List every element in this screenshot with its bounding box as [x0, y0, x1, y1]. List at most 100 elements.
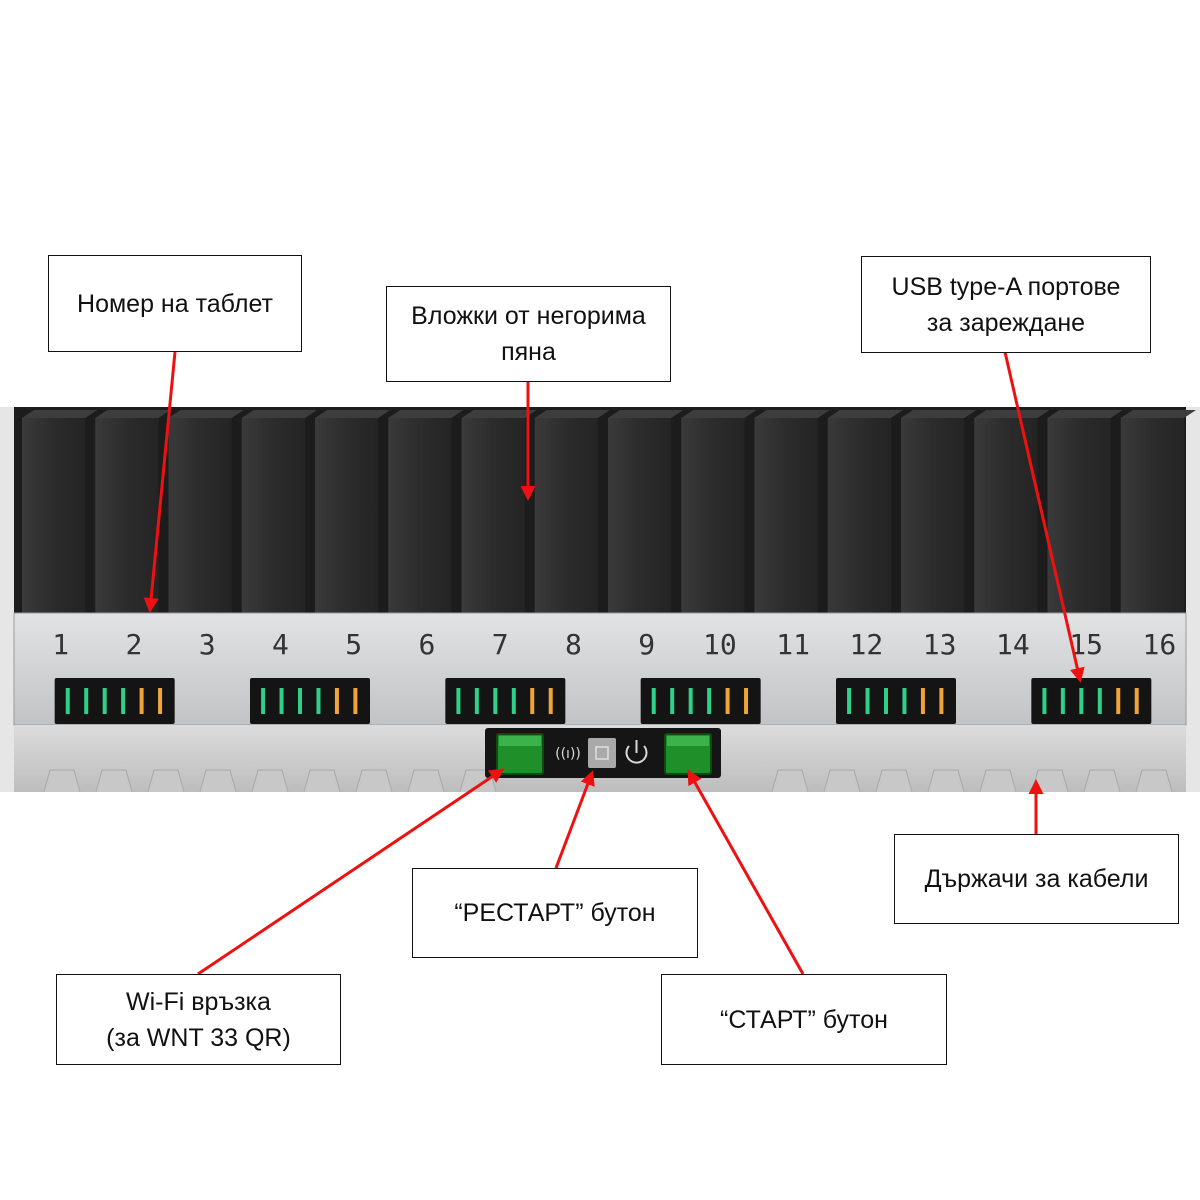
callout-arrows	[143, 351, 1085, 976]
usb-port	[1060, 688, 1065, 714]
usb-port	[1134, 688, 1139, 714]
slot-number: 8	[565, 628, 582, 661]
cable-holders	[43, 769, 1173, 793]
foam-insert	[315, 418, 379, 613]
callout-line: (за WNT 33 QR)	[106, 1023, 291, 1052]
usb-port	[847, 688, 852, 714]
cable-holder	[95, 769, 133, 793]
foam-insert	[827, 418, 891, 613]
foam-insert-top	[1047, 410, 1123, 418]
arrow-tablet-number	[143, 351, 177, 613]
callout-line: Държачи за кабели	[924, 865, 1149, 893]
callout-foam-inserts: Вложки от негорима пяна	[386, 286, 671, 382]
slot-number: 9	[638, 628, 655, 661]
slot-number: 6	[418, 628, 435, 661]
usb-port	[651, 688, 656, 714]
usb-port	[261, 688, 266, 714]
number-panel	[13, 612, 1187, 726]
foam-insert-top	[608, 410, 684, 418]
cable-holder	[303, 769, 341, 793]
foam-insert-top	[827, 410, 903, 418]
slot-number: 5	[345, 628, 362, 661]
foam-insert-top	[901, 410, 977, 418]
usb-port	[316, 688, 321, 714]
usb-port-group	[250, 678, 370, 724]
usb-port-group	[54, 678, 175, 724]
start-switch-highlight	[667, 736, 709, 746]
foam-insert	[608, 418, 672, 613]
callout-line: Вложки от негорима	[411, 302, 646, 330]
callout-line: USB type-A портове	[891, 272, 1121, 301]
cable-holder	[407, 769, 445, 793]
callout-restart-button: “РЕСТАРТ” бутон	[412, 868, 698, 958]
usb-port	[939, 688, 944, 714]
callout-cable-holders: Държачи за кабели	[894, 834, 1179, 924]
cable-holder	[875, 769, 913, 793]
usb-port-group	[445, 678, 566, 724]
foam-insert-top	[1120, 410, 1196, 418]
cable-holder	[199, 769, 237, 793]
callout-line: “СТАРТ” бутон	[720, 1005, 888, 1034]
foam-insert	[681, 418, 745, 613]
usb-port	[1079, 688, 1084, 714]
usb-port	[884, 688, 888, 714]
usb-port	[530, 688, 535, 714]
slot-number: 16	[1143, 628, 1177, 661]
usb-port	[493, 688, 498, 714]
cable-holder	[355, 769, 393, 793]
callout-line: пяна	[501, 338, 556, 366]
usb-port	[1042, 688, 1047, 714]
usb-port	[121, 688, 126, 714]
usb-port	[670, 688, 675, 714]
usb-port	[334, 688, 339, 714]
wifi-signal-icon: ((ı))	[555, 746, 581, 762]
slot-number: 14	[996, 628, 1030, 661]
slot-number: 11	[776, 628, 810, 661]
foam-insert	[754, 418, 818, 613]
cable-holder	[771, 769, 809, 793]
slot-number: 2	[125, 628, 142, 661]
foam-insert-top	[168, 410, 244, 418]
usb-port	[548, 688, 553, 714]
usb-port	[65, 688, 70, 714]
callout-line: Номер на таблет	[77, 289, 273, 318]
usb-port	[725, 688, 730, 714]
arrow-wifi	[197, 768, 505, 976]
control-panel: ((ı))	[485, 728, 721, 778]
slot-number: 12	[850, 628, 884, 661]
usb-port	[353, 688, 358, 714]
cable-holder	[251, 769, 289, 793]
foam-insert-top	[974, 410, 1050, 418]
usb-port	[456, 688, 461, 714]
callout-line: за зареждане	[926, 308, 1086, 337]
usb-port	[707, 688, 712, 714]
foam-insert-top	[461, 410, 537, 418]
restart-button[interactable]	[588, 738, 616, 768]
cable-holder	[43, 769, 81, 793]
callout-wifi: Wi-Fi връзка (за WNT 33 QR)	[56, 974, 341, 1065]
foam-insert	[168, 418, 232, 613]
usb-port	[298, 688, 302, 714]
slot-number: 1	[52, 628, 69, 661]
slot-number: 13	[923, 628, 957, 661]
foam-insert	[901, 418, 965, 613]
usb-port-groups	[54, 678, 1152, 724]
usb-port	[279, 688, 284, 714]
foam-insert	[534, 418, 598, 613]
foam-insert	[461, 418, 525, 613]
cabinet-right-wall	[1186, 407, 1200, 792]
foam-insert-top	[754, 410, 830, 418]
slot-number: 10	[703, 628, 737, 661]
foam-insert	[241, 418, 305, 613]
usb-port	[902, 688, 907, 714]
foam-insert-top	[534, 410, 610, 418]
foam-insert	[388, 418, 452, 613]
cable-holder	[823, 769, 861, 793]
slot-number: 4	[272, 628, 289, 661]
cabinet-left-wall	[0, 407, 14, 792]
arrow-start-button	[687, 769, 805, 975]
usb-port-group	[836, 678, 956, 724]
slot-number: 7	[492, 628, 509, 661]
foam-insert-top	[95, 410, 171, 418]
